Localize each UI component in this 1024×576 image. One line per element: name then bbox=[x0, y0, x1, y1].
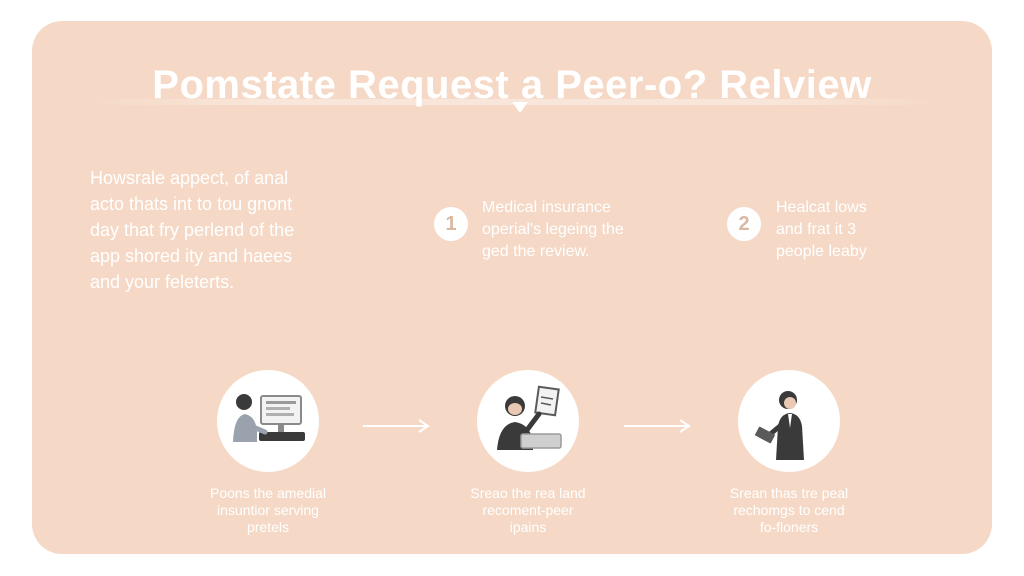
intro-line: Howsrale appect, of anal bbox=[90, 168, 289, 188]
intro-line: app shored ity and haees bbox=[90, 246, 293, 266]
note-line: ged the review. bbox=[482, 243, 590, 260]
caption-line: ipains bbox=[509, 519, 547, 535]
intro-paragraph: Howsrale appect, of anal acto thats int … bbox=[90, 165, 370, 295]
caption-line: Poons the amedial bbox=[210, 485, 326, 501]
intro-line: acto thats int to tou gnont bbox=[90, 194, 293, 214]
note-line: operial's legeing the bbox=[482, 221, 624, 238]
step-1-illustration bbox=[217, 370, 319, 472]
step-2-caption: Sreao the rea land recoment-peer ipains bbox=[428, 485, 628, 536]
person-with-tablet-icon bbox=[755, 391, 804, 460]
caption-line: Sreao the rea land bbox=[470, 485, 586, 501]
arrow-right-icon bbox=[624, 419, 691, 433]
note-1: Medical insurance operial's legeing the … bbox=[482, 197, 624, 263]
note-line: Medical insurance bbox=[482, 199, 611, 216]
caption-line: Srean thas tre peal bbox=[729, 485, 849, 501]
intro-line: day that fry perlend of the bbox=[90, 220, 295, 240]
diagram-card: Pomstate Request a Peer-o? Relview Howsr… bbox=[32, 21, 992, 554]
step-3-caption: Srean thas tre peal rechomgs to cend fo-… bbox=[689, 485, 889, 536]
caption-line: pretels bbox=[246, 519, 290, 535]
intro-line: and your feleterts. bbox=[90, 272, 235, 292]
step-number-badge-1: 1 bbox=[434, 207, 468, 241]
arrow-right-icon bbox=[363, 419, 430, 433]
step-2-illustration bbox=[477, 370, 579, 472]
note-line: people leaby bbox=[776, 243, 867, 260]
note-line: and frat it 3 bbox=[776, 221, 857, 238]
step-3-illustration bbox=[738, 370, 840, 472]
note-line: Healcat lows bbox=[776, 199, 867, 216]
person-with-laptop-icon bbox=[497, 385, 562, 450]
caret-down-icon bbox=[512, 102, 528, 113]
caption-line: fo-floners bbox=[759, 519, 819, 535]
diagram-title: Pomstate Request a Peer-o? Relview bbox=[152, 63, 872, 107]
step-number-badge-2: 2 bbox=[727, 207, 761, 241]
person-at-computer-icon bbox=[233, 394, 305, 442]
step-1-caption: Poons the amedial insuntior serving pret… bbox=[168, 485, 368, 536]
caption-line: insuntior serving bbox=[217, 502, 319, 518]
caption-line: rechomgs to cend bbox=[733, 502, 845, 518]
caption-line: recoment-peer bbox=[482, 502, 574, 518]
note-2: Healcat lows and frat it 3 people leaby bbox=[776, 197, 867, 263]
